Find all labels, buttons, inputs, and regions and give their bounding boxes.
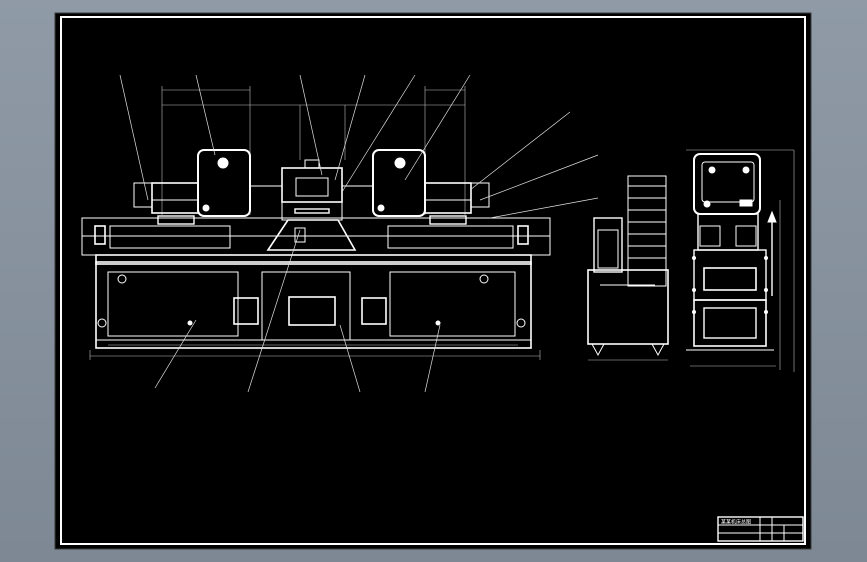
base-inner-right (389, 271, 516, 337)
side-base (587, 269, 669, 345)
center-pedestal (266, 219, 357, 251)
right-block (361, 297, 387, 325)
side-tower (627, 175, 667, 287)
left-block (233, 297, 259, 325)
drawing-sheet (54, 12, 812, 550)
side-column (593, 217, 623, 273)
end-base (693, 299, 767, 347)
right-table (387, 225, 514, 249)
left-slide (94, 225, 106, 245)
base-inner-left (107, 271, 239, 337)
leader-lines (119, 74, 599, 393)
title-block-title: 某某机床总图 (721, 519, 751, 526)
drawing-border (60, 16, 806, 545)
machine-base (95, 261, 532, 349)
left-table (109, 225, 231, 249)
front-view (81, 74, 599, 393)
title-block (717, 516, 804, 542)
end-view (686, 149, 795, 372)
right-slide (517, 225, 529, 245)
base-center-panel (288, 296, 336, 326)
side-view (587, 175, 669, 361)
